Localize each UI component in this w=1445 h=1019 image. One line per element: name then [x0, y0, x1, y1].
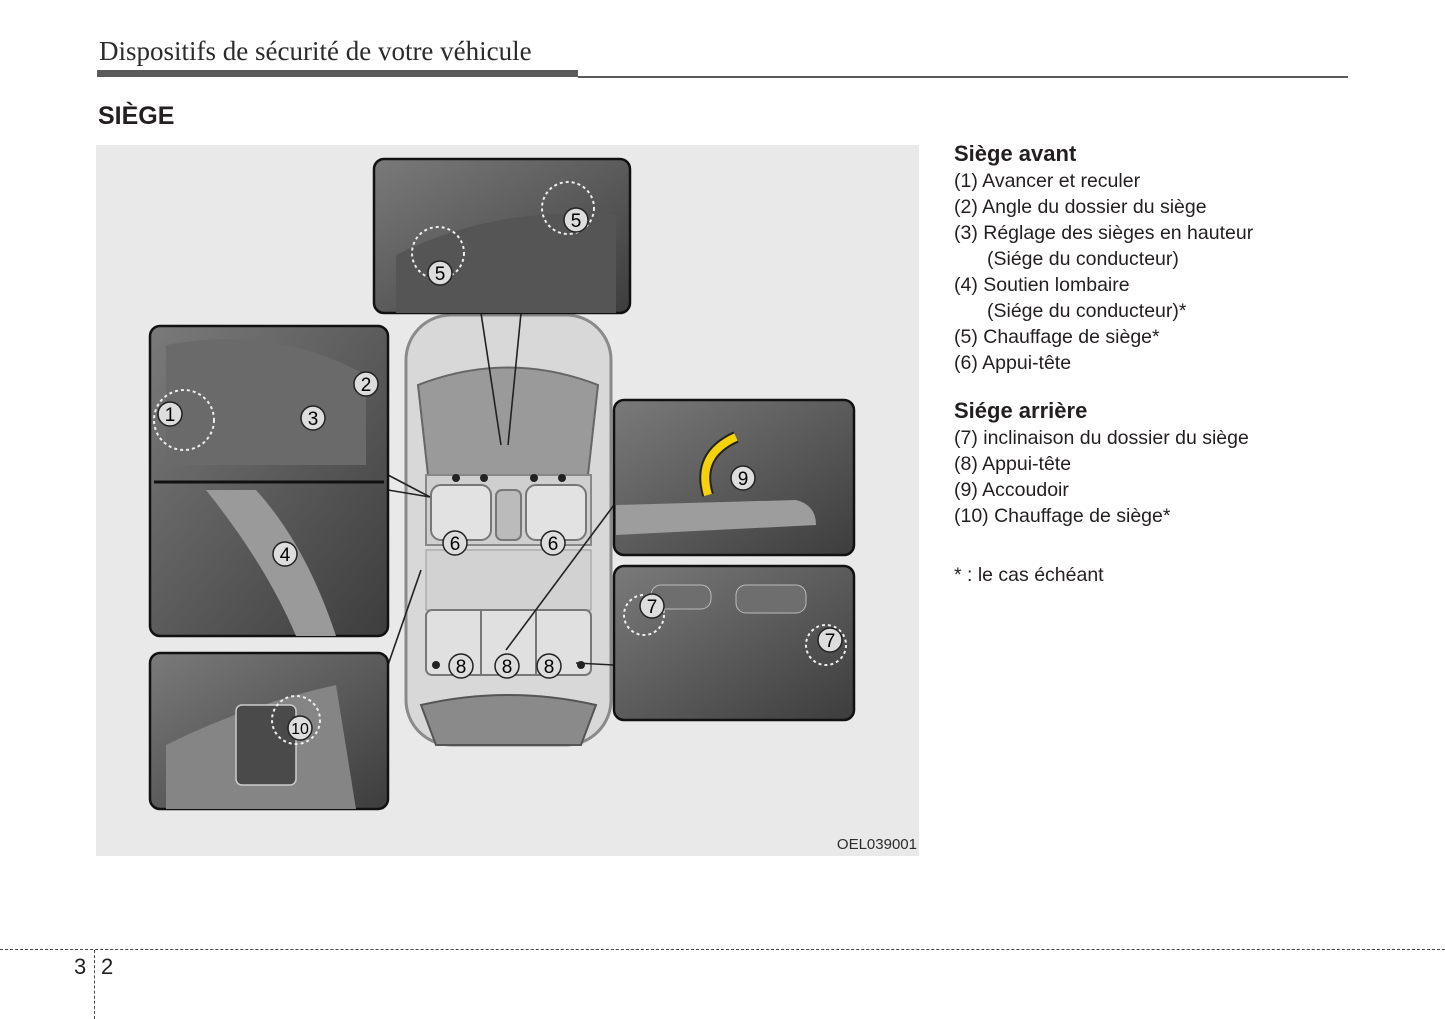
callout-7b: 7 [817, 627, 843, 653]
svg-text:3: 3 [308, 409, 319, 430]
list-item: (6) Appui-tête [954, 352, 1072, 374]
inset-seat-side [148, 324, 390, 638]
callout-10: 10 [287, 715, 313, 741]
chapter-header: Dispositifs de sécurité de votre véhicul… [99, 36, 532, 66]
footer-divider [0, 949, 1445, 950]
rear-seat-list: (7) inclinaison du dossier du siège (8) … [954, 425, 1394, 529]
list-item: (1) Avancer et reculer [954, 170, 1141, 192]
inset-console [372, 157, 632, 315]
seat-diagram: 1 2 3 4 5 5 6 6 7 7 8 8 8 9 10 [148, 157, 856, 811]
legend-column: Siège avant (1) Avancer et reculer (2) A… [954, 140, 1394, 607]
svg-text:5: 5 [571, 211, 582, 232]
callout-4: 4 [272, 541, 298, 567]
callout-9: 9 [730, 465, 756, 491]
svg-text:8: 8 [544, 657, 555, 678]
callout-2: 2 [353, 371, 379, 397]
list-item: (4) Soutien lombaire(Siége du conducteur… [954, 274, 1187, 322]
callout-8b: 8 [494, 653, 520, 679]
svg-text:10: 10 [291, 721, 309, 738]
header-rule-thin [578, 76, 1348, 78]
svg-text:9: 9 [738, 469, 749, 490]
list-item: (9) Accoudoir [954, 479, 1069, 501]
callout-3: 3 [300, 405, 326, 431]
svg-text:6: 6 [450, 534, 461, 555]
figure-code: OEL039001 [836, 836, 917, 853]
callout-5a: 5 [563, 207, 589, 233]
page-number-divider [94, 950, 95, 1019]
svg-text:1: 1 [165, 405, 176, 426]
svg-text:8: 8 [456, 657, 467, 678]
section-title: SIÈGE [98, 102, 175, 130]
callout-5b: 5 [427, 260, 453, 286]
callout-6b: 6 [540, 530, 566, 556]
header-rule-thick [97, 70, 578, 77]
list-item: (2) Angle du dossier du siège [954, 196, 1207, 218]
svg-text:2: 2 [361, 375, 372, 396]
list-item: (10) Chauffage de siège* [954, 505, 1171, 527]
chapter-number: 3 [74, 954, 87, 979]
callout-7a: 7 [639, 593, 665, 619]
inset-door-panel [148, 651, 390, 811]
footnote: * : le cas échéant [954, 564, 1104, 586]
svg-text:6: 6 [548, 534, 559, 555]
car-top-view [404, 313, 613, 747]
svg-text:4: 4 [280, 545, 291, 566]
svg-text:7: 7 [825, 631, 836, 652]
callout-8a: 8 [448, 653, 474, 679]
seat-illustration: 1 2 3 4 5 5 6 6 7 7 8 8 8 9 10 OEL039001 [96, 145, 919, 856]
front-seat-list: (1) Avancer et reculer (2) Angle du doss… [954, 168, 1394, 376]
list-item: (8) Appui-tête [954, 453, 1072, 475]
svg-text:7: 7 [647, 597, 658, 618]
callout-6a: 6 [442, 530, 468, 556]
callout-8c: 8 [536, 653, 562, 679]
rear-seat-heading: Siége arrière [954, 398, 1088, 423]
callout-1: 1 [157, 401, 183, 427]
inset-rear-seats [612, 564, 856, 722]
front-seat-heading: Siège avant [954, 141, 1077, 166]
svg-text:8: 8 [502, 657, 513, 678]
svg-text:5: 5 [435, 264, 446, 285]
list-item: (3) Réglage des sièges en hauteur(Siége … [954, 222, 1254, 270]
list-item: (5) Chauffage de siège* [954, 326, 1160, 348]
page-number: 2 [101, 954, 114, 979]
list-item: (7) inclinaison du dossier du siège [954, 427, 1249, 449]
